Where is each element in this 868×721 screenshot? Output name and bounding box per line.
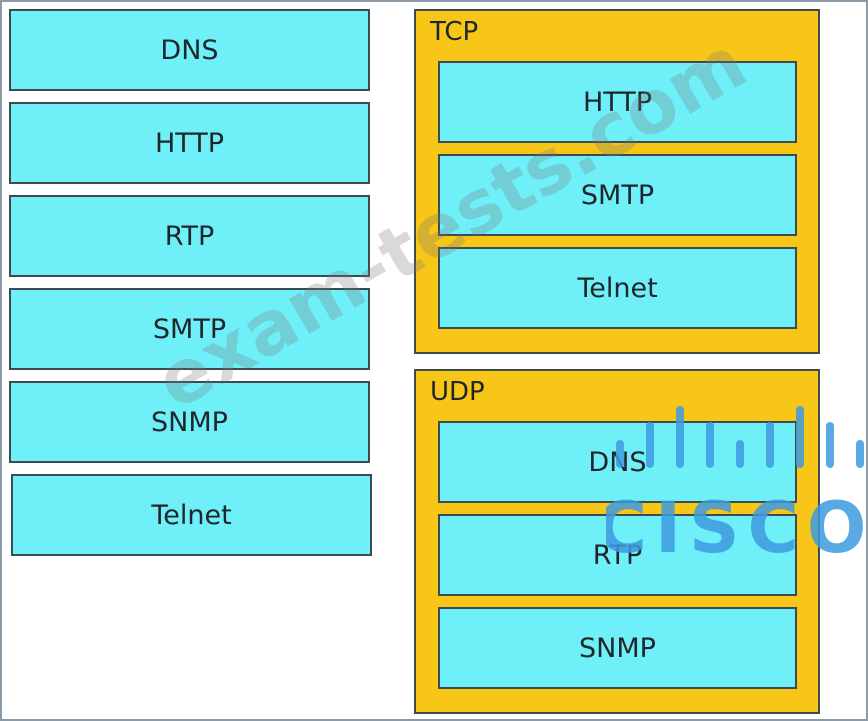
tcp-group[interactable]: TCP HTTP SMTP Telnet xyxy=(414,9,820,354)
tcp-group-label: TCP xyxy=(430,17,479,47)
source-item-telnet[interactable]: Telnet xyxy=(11,474,372,556)
udp-item-rtp[interactable]: RTP xyxy=(438,514,797,596)
source-item-rtp[interactable]: RTP xyxy=(9,195,370,277)
source-item-snmp[interactable]: SNMP xyxy=(9,381,370,463)
udp-group[interactable]: UDP DNS RTP SNMP xyxy=(414,369,820,714)
tcp-item-telnet[interactable]: Telnet xyxy=(438,247,797,329)
udp-item-snmp[interactable]: SNMP xyxy=(438,607,797,689)
tcp-item-smtp[interactable]: SMTP xyxy=(438,154,797,236)
source-item-smtp[interactable]: SMTP xyxy=(9,288,370,370)
source-item-dns[interactable]: DNS xyxy=(9,9,370,91)
udp-group-label: UDP xyxy=(430,377,485,407)
udp-item-dns[interactable]: DNS xyxy=(438,421,797,503)
source-item-http[interactable]: HTTP xyxy=(9,102,370,184)
tcp-item-http[interactable]: HTTP xyxy=(438,61,797,143)
